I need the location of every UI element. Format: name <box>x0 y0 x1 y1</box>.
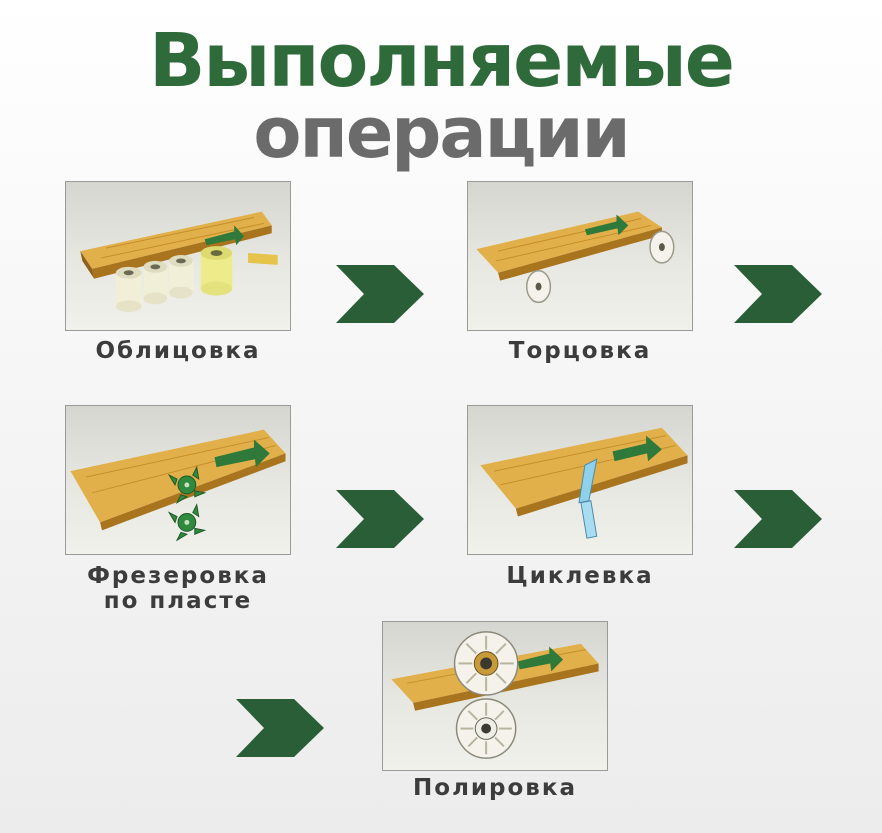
chevron-arrow-icon <box>236 699 324 757</box>
title-line-1: Выполняемые <box>149 18 735 104</box>
end-trimming-saws-icon <box>476 211 675 304</box>
label-face-milling-line-2: по пласте <box>103 588 253 614</box>
scraping-blade-icon <box>480 427 688 539</box>
label-face-milling-line-1: Фрезеровка <box>87 563 269 589</box>
label-veneering: Облицовка <box>95 338 261 364</box>
card-scraping <box>467 405 693 555</box>
chevron-arrow-icon <box>734 265 822 323</box>
chevron-arrow-icon <box>734 490 822 548</box>
label-scraping: Циклевка <box>506 563 654 589</box>
title-line-2: операции <box>253 92 630 174</box>
chevron-arrow-icon <box>336 490 424 548</box>
polishing-discs-icon <box>391 631 599 759</box>
label-end-trimming: Торцовка <box>508 338 652 364</box>
card-veneering <box>65 181 291 331</box>
chevron-arrow-icon <box>336 265 424 323</box>
veneering-rollers-icon <box>80 211 278 313</box>
card-polishing <box>382 621 608 771</box>
label-polishing: Полировка <box>413 775 577 801</box>
face-milling-cutters-icon <box>70 429 286 542</box>
card-end-trimming <box>467 181 693 331</box>
card-face-milling <box>65 405 291 555</box>
